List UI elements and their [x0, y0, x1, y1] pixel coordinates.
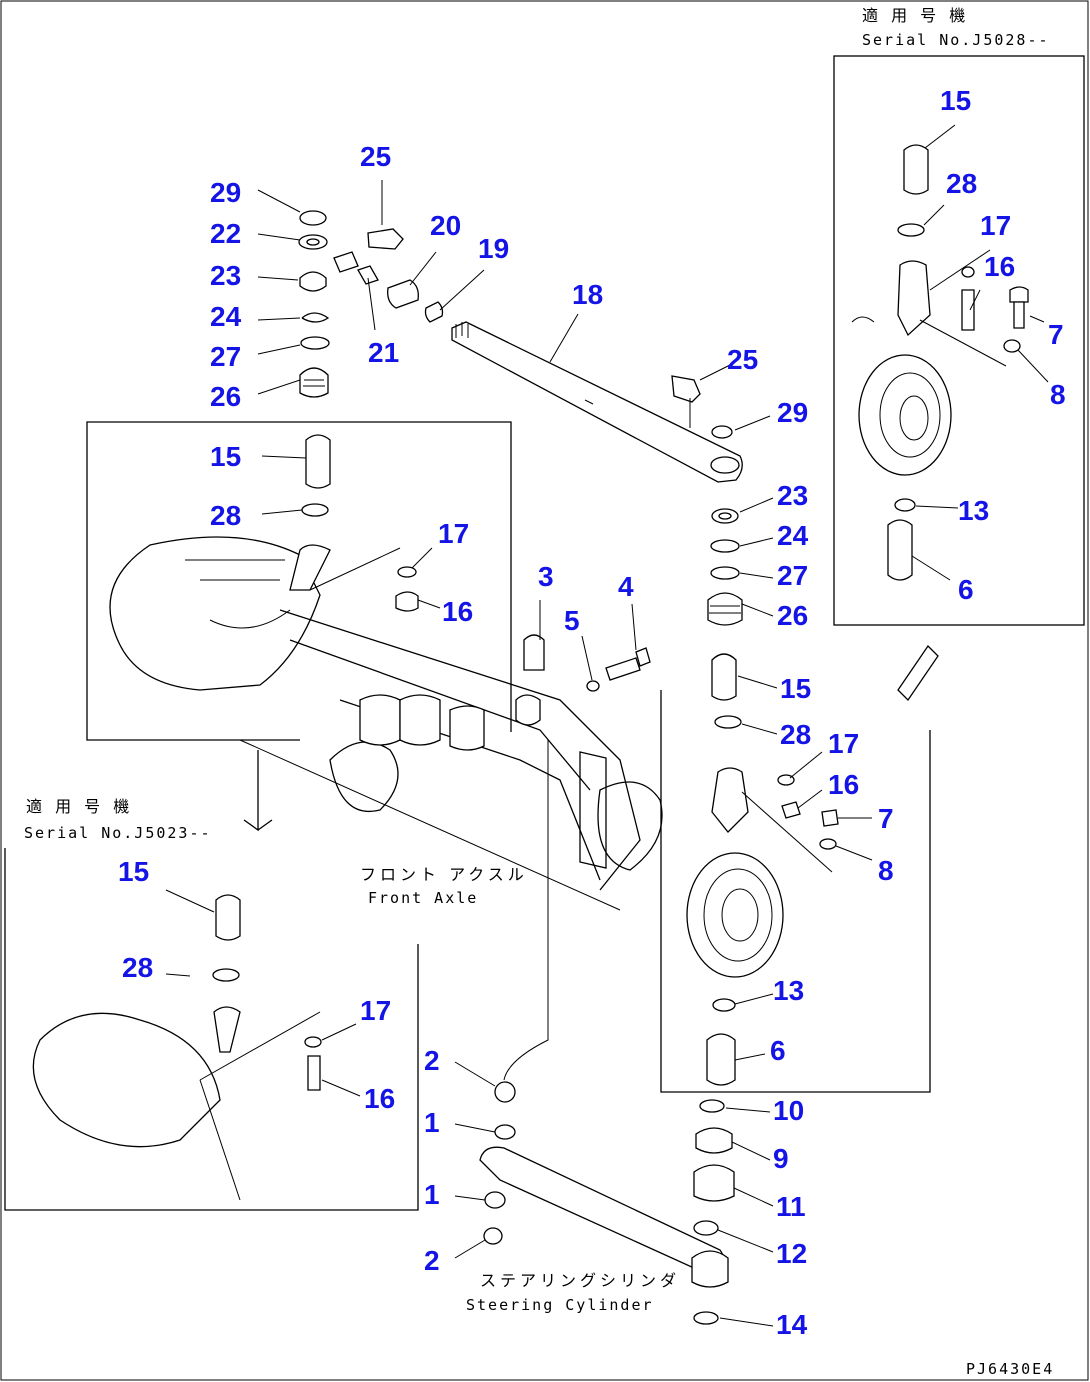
inset-frame-left-upper — [86, 421, 512, 741]
callout-8-c: 8 — [878, 855, 894, 886]
callout-12: 12 — [776, 1238, 807, 1269]
callout-10: 10 — [773, 1095, 804, 1126]
callout-18: 18 — [572, 279, 603, 310]
callout-16-a: 16 — [442, 596, 473, 627]
caption-cylinder-jp: ステアリングシリンダ — [480, 1271, 680, 1290]
leader-lines — [165, 124, 1049, 1327]
caption-left-serial: Serial No.J5023-- — [24, 824, 212, 842]
callout-6-c: 6 — [770, 1035, 786, 1066]
callout-29-a: 29 — [210, 177, 241, 208]
callout-17-a: 17 — [438, 518, 469, 549]
callout-1-a: 1 — [424, 1107, 440, 1138]
callout-8-d: 8 — [1050, 379, 1066, 410]
callout-22: 22 — [210, 218, 241, 249]
callout-17-c: 17 — [828, 728, 859, 759]
caption-top-right-jp: 適 用 号 機 — [862, 6, 969, 25]
callout-15-d: 15 — [940, 85, 971, 116]
callout-2-b: 2 — [424, 1245, 440, 1276]
callout-24-a: 24 — [210, 301, 242, 332]
callout-24-b: 24 — [777, 520, 809, 551]
callout-23-a: 23 — [210, 260, 241, 291]
caption-axle-jp: フロント アクスル — [360, 865, 528, 884]
callout-28-c: 28 — [780, 719, 811, 750]
callout-25-b: 25 — [727, 344, 758, 375]
inset-frame-top-right — [833, 55, 1085, 626]
drawing-code: PJ6430E4 — [966, 1360, 1054, 1378]
callout-16-d: 16 — [984, 251, 1015, 282]
callout-3: 3 — [538, 561, 554, 592]
callout-29-b: 29 — [777, 397, 808, 428]
caption-top-right-serial: Serial No.J5028-- — [862, 31, 1050, 49]
callout-21: 21 — [368, 337, 399, 368]
inset-frame-center-right — [660, 690, 931, 1093]
line-art — [32, 144, 1029, 1325]
callout-17-b: 17 — [360, 995, 391, 1026]
inset-frame-left-lower — [4, 848, 419, 1211]
callout-28-d: 28 — [946, 168, 977, 199]
callout-7-d: 7 — [1048, 319, 1064, 350]
callout-1-b: 1 — [424, 1179, 440, 1210]
callout-6-d: 6 — [958, 574, 974, 605]
callout-28-a: 28 — [210, 500, 241, 531]
callout-26-a: 26 — [210, 381, 241, 412]
callout-27-b: 27 — [777, 560, 808, 591]
caption-left-jp: 適 用 号 機 — [26, 797, 133, 816]
callout-numbers: 29 22 23 24 27 26 25 21 20 19 18 25 29 2… — [118, 85, 1066, 1340]
callout-16-b: 16 — [364, 1083, 395, 1114]
callout-17-d: 17 — [980, 210, 1011, 241]
callout-9: 9 — [773, 1143, 789, 1174]
caption-axle-en: Front Axle — [368, 889, 478, 907]
callout-28-b: 28 — [122, 952, 153, 983]
callout-25-a: 25 — [360, 141, 391, 172]
callout-26-b: 26 — [777, 600, 808, 631]
callout-4: 4 — [618, 571, 634, 602]
callout-2-a: 2 — [424, 1045, 440, 1076]
callout-15-a: 15 — [210, 441, 241, 472]
callout-5: 5 — [564, 605, 580, 636]
callout-14: 14 — [776, 1309, 808, 1340]
callout-16-c: 16 — [828, 769, 859, 800]
callout-20: 20 — [430, 210, 461, 241]
callout-13-d: 13 — [958, 495, 989, 526]
callout-23-b: 23 — [777, 480, 808, 511]
callout-13-c: 13 — [773, 975, 804, 1006]
callout-19: 19 — [478, 233, 509, 264]
callout-11: 11 — [776, 1191, 806, 1222]
callout-7-c: 7 — [878, 803, 894, 834]
callout-15-b: 15 — [118, 856, 149, 887]
callout-27-a: 27 — [210, 341, 241, 372]
callout-15-c: 15 — [780, 673, 811, 704]
caption-cylinder-en: Steering Cylinder — [466, 1296, 654, 1314]
